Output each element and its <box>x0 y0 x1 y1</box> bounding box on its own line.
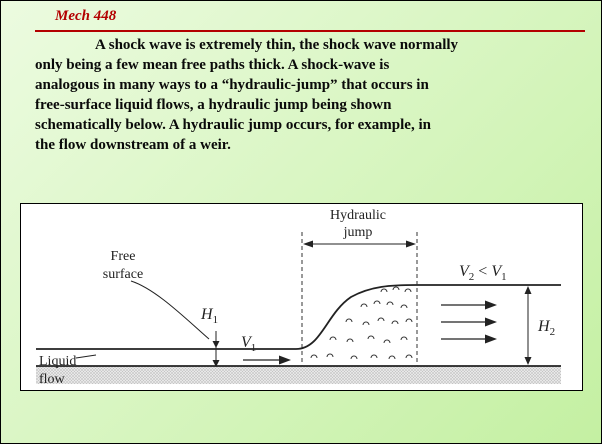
jump-arrow-left-head <box>303 240 313 248</box>
h2-label: H2 <box>537 318 555 338</box>
liquid-flow-leader <box>75 354 97 359</box>
hydraulic-jump-diagram: Hydraulic jump Free surface Liquid flow … <box>36 208 561 387</box>
jump-arrow-right-head <box>406 240 416 248</box>
slide-title: Mech 448 <box>55 8 117 24</box>
jump-bubbles <box>310 286 413 360</box>
body-line-4: free-surface liquid flows, a hydraulic j… <box>35 97 392 113</box>
h1-label: H1 <box>200 306 218 326</box>
v1-arrow-head <box>279 355 291 365</box>
hydraulic-label: Hydraulic <box>330 208 386 223</box>
body-line-6: the flow downstream of a weir. <box>35 137 231 153</box>
surface-label: surface <box>103 267 143 282</box>
body-line-3: analogous in many ways to a “hydraulic-j… <box>35 77 429 93</box>
h2-arrow-top <box>524 286 532 294</box>
downstream-velocity-arrows <box>441 300 497 344</box>
jump-label: jump <box>343 225 373 240</box>
h1-arrow-top <box>212 341 220 348</box>
v2-less-than-v1-label: V2 < V1 <box>459 263 507 283</box>
liquid-label: Liquid <box>39 354 76 369</box>
body-line-5: schematically below. A hydraulic jump oc… <box>35 117 431 133</box>
hydraulic-jump-figure: Hydraulic jump Free surface Liquid flow … <box>20 203 583 391</box>
flow-label: flow <box>39 372 66 387</box>
body-line-2: only being a few mean free paths thick. … <box>35 57 390 73</box>
free-surface-line <box>36 284 561 350</box>
free-label: Free <box>111 249 136 264</box>
h2-arrow-bottom <box>524 357 532 365</box>
v1-label: V1 <box>241 334 256 354</box>
body-paragraph: A shock wave is extremely thin, the shoc… <box>35 35 591 155</box>
channel-bed <box>36 366 561 384</box>
title-underline <box>35 30 585 32</box>
free-surface-leader <box>130 280 210 340</box>
h1-arrow-bottom <box>212 360 220 367</box>
body-line-1: A shock wave is extremely thin, the shoc… <box>95 37 459 53</box>
